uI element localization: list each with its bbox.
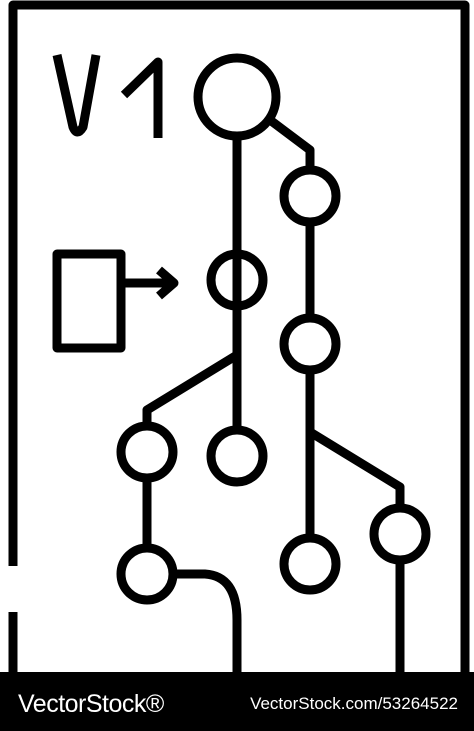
branch-line-merge-out <box>172 569 242 672</box>
watermark-footer: VectorStock® VectorStock.com/53264522 <box>0 672 474 731</box>
image-id-label: VectorStock.com/53264522 <box>250 694 458 713</box>
commit-node-icon <box>279 533 341 595</box>
branch-line-far-right <box>307 428 405 510</box>
commit-node-icon <box>279 313 341 375</box>
version-label-v1 <box>52 54 163 138</box>
commit-node-icon <box>206 249 268 311</box>
branch-line-left <box>142 351 240 428</box>
document-frame <box>8 0 470 672</box>
document-box-icon <box>52 249 126 353</box>
brand-logo: VectorStock® <box>18 690 164 718</box>
commit-node-icon <box>279 165 341 227</box>
commit-node-icon <box>116 543 178 605</box>
branch-line-right <box>267 116 315 172</box>
letter-v <box>52 54 101 137</box>
commit-node-icon <box>193 53 281 141</box>
digit-1 <box>120 57 163 138</box>
arrow-right-icon <box>121 266 179 300</box>
commit-node-icon <box>116 421 178 483</box>
commit-node-icon <box>206 425 268 487</box>
commit-node-icon <box>369 503 431 565</box>
